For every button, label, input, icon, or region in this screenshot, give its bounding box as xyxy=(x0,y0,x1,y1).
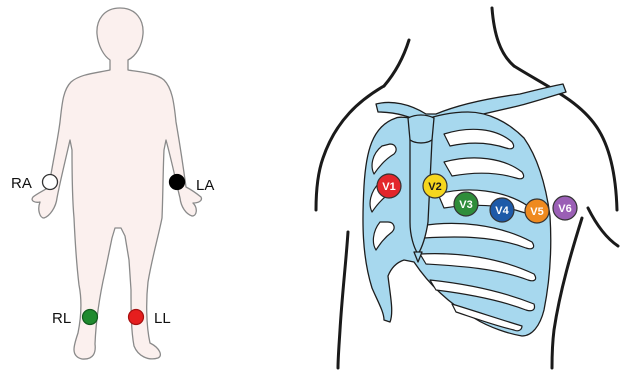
electrode-rl xyxy=(83,310,98,325)
neck-right xyxy=(492,8,514,66)
label-la: LA xyxy=(196,177,214,194)
electrode-la xyxy=(170,175,185,190)
label-ll: LL xyxy=(154,310,171,327)
label-v2: V2 xyxy=(428,181,441,193)
electrode-ll xyxy=(129,310,144,325)
neck-left xyxy=(384,40,409,86)
label-v4: V4 xyxy=(495,205,509,217)
label-v1: V1 xyxy=(382,181,395,193)
label-ra: RA xyxy=(11,175,32,192)
arm-right xyxy=(588,208,618,246)
electrode-ra xyxy=(43,175,58,190)
label-v6: V6 xyxy=(558,203,571,215)
label-v5: V5 xyxy=(530,206,543,218)
manubrium xyxy=(408,115,434,143)
arm-inner-left xyxy=(338,232,348,368)
label-rl: RL xyxy=(52,310,71,327)
waist-right xyxy=(552,218,582,368)
label-v3: V3 xyxy=(459,199,472,211)
